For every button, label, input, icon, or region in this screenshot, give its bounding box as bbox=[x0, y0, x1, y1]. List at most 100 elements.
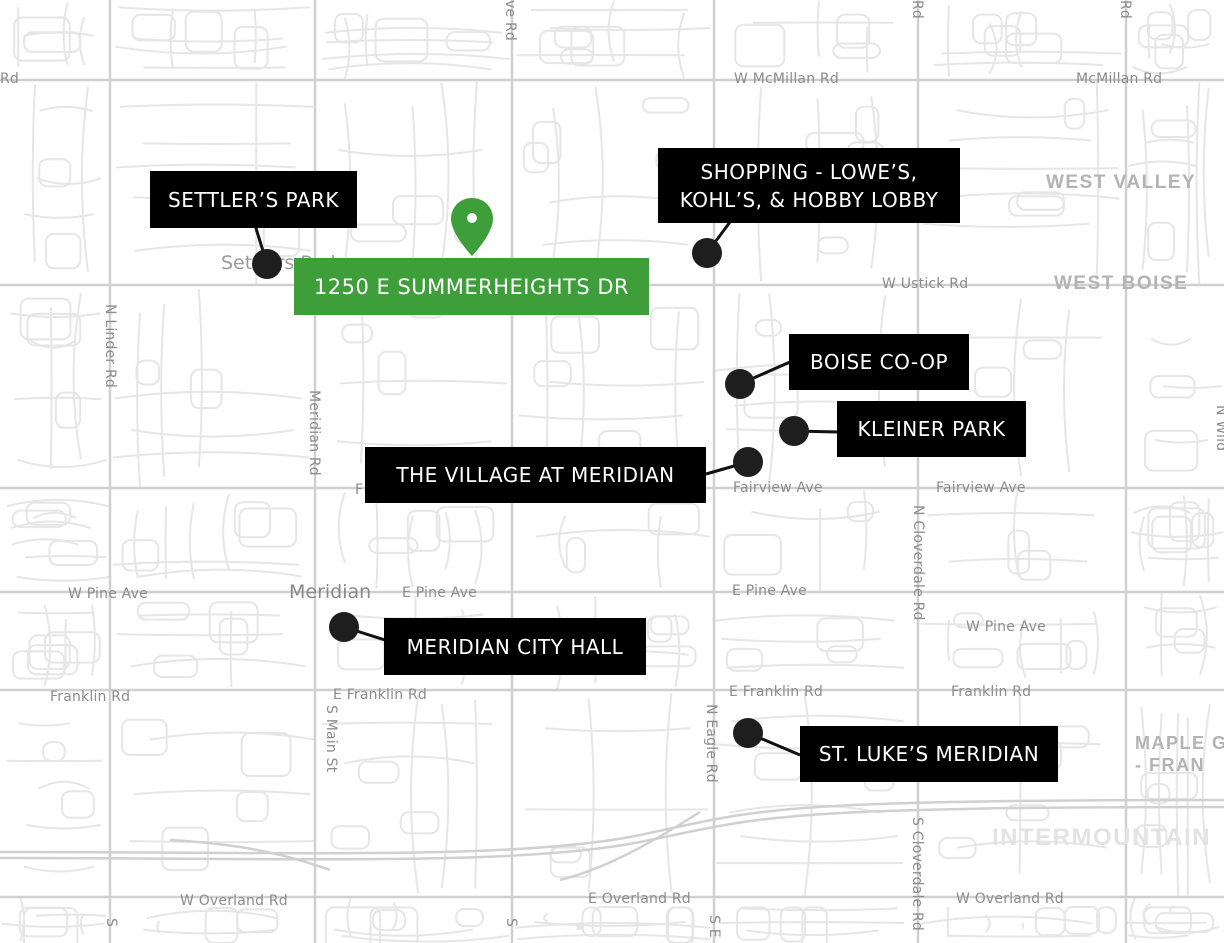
minor-street bbox=[674, 613, 681, 687]
minor-street bbox=[1162, 385, 1223, 389]
minor-street bbox=[131, 428, 295, 438]
minor-street bbox=[16, 575, 110, 582]
marker-meridian-city-hall[interactable] bbox=[329, 612, 359, 642]
minor-street bbox=[39, 105, 93, 112]
neighborhood-loop bbox=[233, 25, 269, 70]
minor-street bbox=[941, 50, 1121, 55]
neighborhood-loop bbox=[974, 366, 1012, 398]
minor-street bbox=[1132, 65, 1188, 75]
minor-street bbox=[1128, 934, 1189, 939]
neighborhood-loop bbox=[235, 790, 269, 823]
poi-label-shopping[interactable]: SHOPPING - LOWE’S, KOHL’S, & HOBBY LOBBY bbox=[658, 148, 960, 223]
neighborhood-loop bbox=[952, 612, 984, 629]
minor-street bbox=[1148, 556, 1220, 561]
neighborhood-loop bbox=[1016, 549, 1052, 581]
poi-label-boise-coop[interactable]: BOISE CO-OP bbox=[789, 334, 969, 390]
minor-street bbox=[346, 897, 352, 937]
minor-street bbox=[1206, 498, 1210, 583]
minor-street bbox=[542, 913, 549, 923]
minor-street bbox=[1185, 104, 1191, 273]
minor-street bbox=[130, 657, 306, 668]
neighborhood-loop bbox=[581, 906, 602, 937]
minor-street bbox=[920, 915, 1093, 925]
minor-street bbox=[407, 515, 414, 588]
neighborhood-loop bbox=[1143, 429, 1199, 472]
minor-street bbox=[594, 86, 604, 270]
minor-street bbox=[1, 922, 106, 928]
neighborhood-loop bbox=[1143, 906, 1193, 935]
minor-street bbox=[1199, 595, 1208, 676]
minor-street bbox=[514, 922, 710, 929]
minor-street bbox=[35, 913, 106, 917]
neighborhood-loop bbox=[13, 16, 71, 62]
neighborhood-loop bbox=[38, 158, 72, 188]
minor-street bbox=[321, 52, 510, 61]
road-top-3: Rd bbox=[1117, 0, 1133, 20]
minor-street bbox=[80, 86, 90, 272]
neighborhood-loop bbox=[121, 718, 168, 756]
marker-st-lukes[interactable] bbox=[733, 718, 763, 748]
neighborhood-loop bbox=[1135, 824, 1168, 849]
neighborhood-loop bbox=[333, 12, 364, 44]
road-meridian-rd: Meridian Rd bbox=[306, 390, 322, 476]
minor-street bbox=[474, 509, 483, 585]
neighborhood-loop bbox=[121, 539, 160, 572]
minor-street bbox=[1095, 80, 1100, 281]
minor-street bbox=[411, 106, 417, 264]
road-w-pine-2: W Pine Ave bbox=[966, 619, 1046, 635]
marker-settlers-park[interactable] bbox=[252, 249, 282, 279]
minor-street bbox=[222, 493, 231, 571]
minor-street bbox=[133, 509, 139, 579]
neighborhood-loop bbox=[44, 631, 101, 664]
minor-street bbox=[136, 312, 141, 488]
minor-street bbox=[956, 109, 1109, 119]
neighborhood-loop bbox=[23, 31, 82, 53]
neighborhood-loop bbox=[11, 509, 67, 529]
neighborhood-loop bbox=[1154, 33, 1185, 70]
marker-boise-coop[interactable] bbox=[725, 369, 755, 399]
poi-label-meridian-city-hall[interactable]: MERIDIAN CITY HALL bbox=[384, 618, 646, 675]
neighborhood-loop bbox=[435, 506, 495, 543]
road-n-eagle: N Eagle Rd bbox=[703, 704, 719, 783]
neighborhood-loop bbox=[233, 501, 271, 539]
neighborhood-loop bbox=[1007, 195, 1065, 217]
road-w-pine-1: W Pine Ave bbox=[68, 586, 148, 602]
minor-street bbox=[1159, 592, 1163, 676]
marker-shopping[interactable] bbox=[692, 238, 722, 268]
address-label[interactable]: 1250 E SUMMERHEIGHTS DR bbox=[294, 258, 649, 315]
poi-label-st-lukes[interactable]: ST. LUKE’S MERIDIAN bbox=[800, 726, 1058, 782]
road-w-mcmillan: W McMillan Rd bbox=[734, 71, 839, 87]
minor-street bbox=[746, 929, 879, 937]
minor-street bbox=[30, 339, 77, 349]
road-fairview-partial: F bbox=[355, 482, 364, 498]
minor-street bbox=[149, 731, 315, 741]
minor-street bbox=[119, 103, 314, 108]
neighborhood-loop bbox=[1095, 906, 1117, 935]
neighborhood-loop bbox=[1151, 515, 1192, 554]
neighborhood-loop bbox=[1154, 912, 1215, 933]
minor-street bbox=[116, 163, 296, 169]
map-pin-icon[interactable] bbox=[449, 196, 495, 258]
neighborhood-loop bbox=[330, 825, 370, 850]
minor-street bbox=[112, 560, 300, 566]
minor-street bbox=[549, 380, 705, 387]
marker-village-meridian[interactable] bbox=[733, 447, 763, 477]
neighborhood-loop bbox=[972, 13, 1003, 45]
marker-kleiner-park[interactable] bbox=[779, 416, 809, 446]
road-w-overland-1: W Overland Rd bbox=[180, 893, 288, 909]
neighborhood-loop bbox=[445, 31, 491, 52]
poi-label-village-meridian[interactable]: THE VILLAGE AT MERIDIAN bbox=[365, 447, 706, 503]
minor-street bbox=[24, 554, 107, 559]
poi-label-kleiner-park[interactable]: KLEINER PARK bbox=[837, 401, 1026, 457]
neighborhood-loop bbox=[725, 647, 764, 672]
minor-street bbox=[1161, 43, 1210, 49]
neighborhood-loop bbox=[236, 908, 279, 934]
minor-street bbox=[325, 39, 493, 44]
poi-label-settlers-park[interactable]: SETTLER’S PARK bbox=[150, 171, 357, 228]
neighborhood-loop bbox=[816, 617, 864, 653]
road-top-1: ve Rd bbox=[502, 0, 518, 41]
neighborhood-loop bbox=[455, 908, 485, 928]
road-left-rd: Rd bbox=[0, 71, 20, 87]
minor-street bbox=[677, 12, 686, 79]
minor-street bbox=[344, 17, 351, 79]
